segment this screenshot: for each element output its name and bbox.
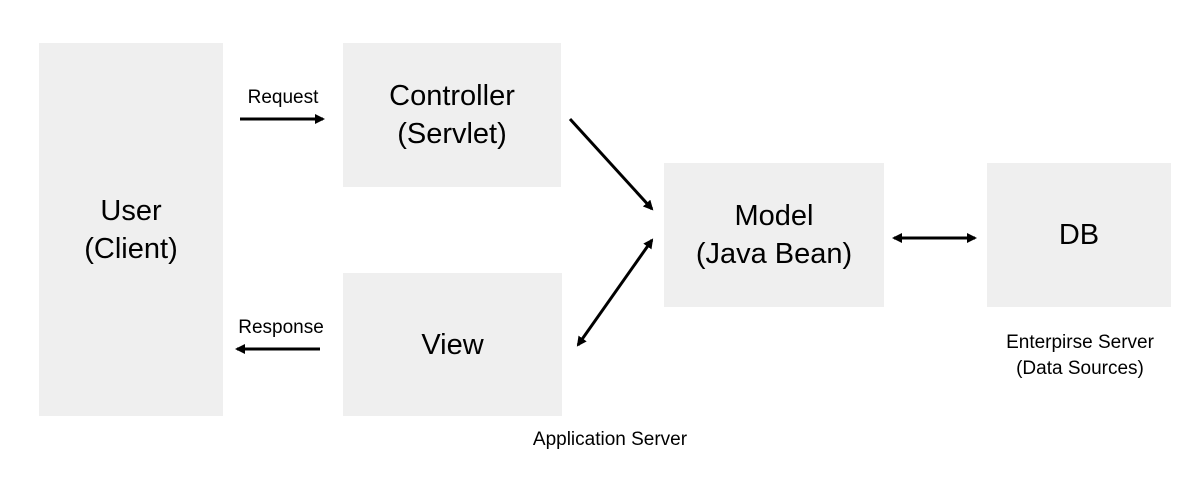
enterprise-server-label: Enterpirse Server (Data Sources) (965, 330, 1195, 382)
model-node-title: Model (734, 200, 814, 232)
user-node-subtitle: (Client) (84, 232, 178, 265)
enterprise-server-line1: Enterpirse Server (1006, 332, 1154, 353)
controller-node-title: Controller (389, 80, 515, 112)
request-label: Request (247, 87, 319, 108)
user-node-title: User (100, 194, 162, 227)
db-node: DB (987, 163, 1171, 307)
view-node: View (343, 273, 562, 416)
controller-to-model-arrow (568, 117, 654, 211)
enterprise-server-line2: (Data Sources) (1016, 358, 1144, 379)
view-node-title: View (421, 328, 484, 361)
db-node-title: DB (1058, 219, 1100, 251)
model-java-bean-node: Model (Java Bean) (664, 163, 884, 307)
model-node-subtitle: (Java Bean) (695, 238, 853, 270)
controller-node-subtitle: (Servlet) (397, 118, 507, 150)
controller-servlet-node: Controller (Servlet) (343, 43, 561, 187)
response-label: Response (238, 317, 324, 338)
model-view-bidirectional-arrow (576, 238, 654, 347)
application-server-label: Application Server (532, 429, 688, 450)
user-client-node: User (Client) (39, 43, 223, 416)
